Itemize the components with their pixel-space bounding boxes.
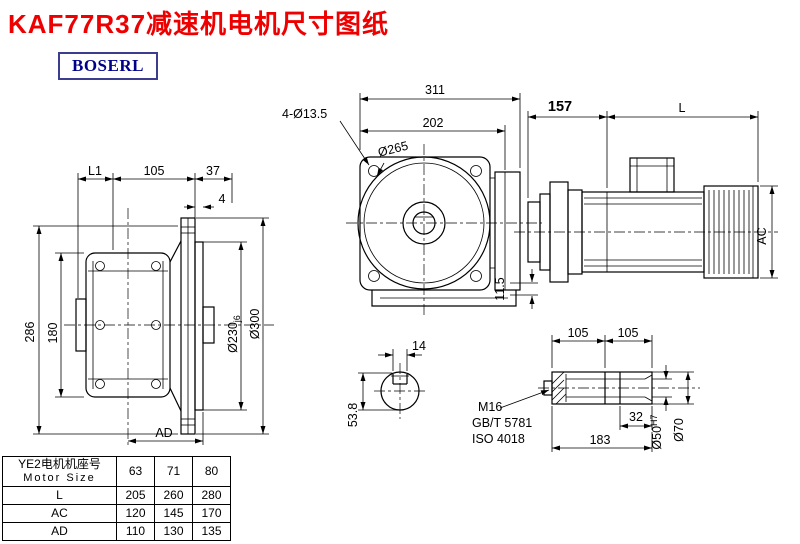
dim-105: 105: [144, 164, 165, 178]
dim-286: 286: [23, 322, 37, 343]
row-label: L: [2, 486, 117, 505]
dim-105b: 105: [618, 326, 639, 340]
cell-value: 260: [154, 486, 193, 505]
dim-311: 311: [425, 83, 445, 97]
dim-l1: L1: [88, 164, 102, 178]
table-col-size-63: 63: [116, 456, 155, 487]
bolt-hole: [470, 270, 482, 282]
table-col-size-80: 80: [192, 456, 231, 487]
dim-32: 32: [629, 410, 643, 424]
dim-14: 14: [412, 339, 426, 353]
table-row-ac: AC 120 145 170: [2, 504, 231, 523]
shaft-end-view: 14 53.8: [346, 339, 426, 427]
side-view: L1 105 37 4 286 180 AD Ø230: [23, 164, 274, 446]
dim-180: 180: [46, 323, 60, 344]
label-standard-gb: GB/T 5781: [472, 416, 532, 430]
brand-logo-text: BOSERL: [72, 56, 144, 75]
table-header-row: YE2电机机座号 Motor Size 63 71 80: [2, 456, 231, 487]
cell-value: 110: [116, 522, 155, 541]
base-foot: [371, 290, 517, 307]
dim-bolt-holes: 4-Ø13.5: [282, 107, 327, 121]
adapter-plate: [494, 171, 521, 291]
dim-202: 202: [423, 116, 444, 130]
cell-value: 135: [192, 522, 231, 541]
terminal-box: [629, 157, 675, 193]
table-header-motor-size: YE2电机机座号 Motor Size: [2, 456, 117, 487]
cell-value: 130: [154, 522, 193, 541]
dim-11-5: 11.5: [493, 277, 507, 300]
table-col-size-71: 71: [154, 456, 193, 487]
cell-value: 120: [116, 504, 155, 523]
cell-value: 205: [116, 486, 155, 505]
dim-157: 157: [548, 99, 572, 115]
table-row-l: L 205 260 280: [2, 486, 231, 505]
dim-ac: AC: [755, 227, 769, 244]
dim-l: L: [679, 101, 686, 115]
page-title: KAF77R37减速机电机尺寸图纸: [8, 9, 390, 39]
shaft-section-circle: [380, 371, 420, 411]
dim-105a: 105: [568, 326, 589, 340]
cell-value: 280: [192, 486, 231, 505]
table-header-cn: YE2电机机座号: [18, 457, 101, 472]
dim-d70: Ø70: [672, 418, 686, 442]
dim-d300: Ø300: [248, 309, 262, 340]
row-label: AC: [2, 504, 117, 523]
brand-logo: BOSERL: [58, 52, 158, 80]
shaft-cover: [75, 298, 87, 352]
table-header-en: Motor Size: [23, 472, 96, 485]
dim-4: 4: [219, 192, 226, 206]
label-thread-m16: M16: [478, 400, 502, 414]
bolt-hole: [470, 165, 482, 177]
motor-size-table: YE2电机机座号 Motor Size 63 71 80 L 205 260 2…: [2, 456, 231, 541]
label-standard-iso: ISO 4018: [472, 432, 525, 446]
dim-ad: AD: [155, 426, 172, 440]
dim-37: 37: [206, 164, 220, 178]
flange-circle: [357, 156, 491, 290]
dim-183: 183: [590, 433, 611, 447]
hollow-shaft-end: [202, 306, 215, 344]
table-row-ad: AD 110 130 135: [2, 522, 231, 541]
bolt-hole: [368, 270, 380, 282]
cell-value: 145: [154, 504, 193, 523]
dim-d230: Ø230j6: [226, 315, 242, 353]
dim-53-8: 53.8: [346, 403, 360, 427]
dim-d50: Ø50H7: [649, 414, 664, 449]
cell-value: 170: [192, 504, 231, 523]
motor-view: 157 L AC: [514, 99, 778, 283]
row-label: AD: [2, 522, 117, 541]
front-view: 311 202 4-Ø13.5 Ø265 11.5: [282, 83, 542, 318]
shaft-detail-view: 105 105 M16 GB/T 5781 ISO 4018 32 183 Ø5…: [472, 326, 700, 452]
flange-pilot: [194, 241, 204, 411]
fan-cowl: [703, 185, 759, 279]
